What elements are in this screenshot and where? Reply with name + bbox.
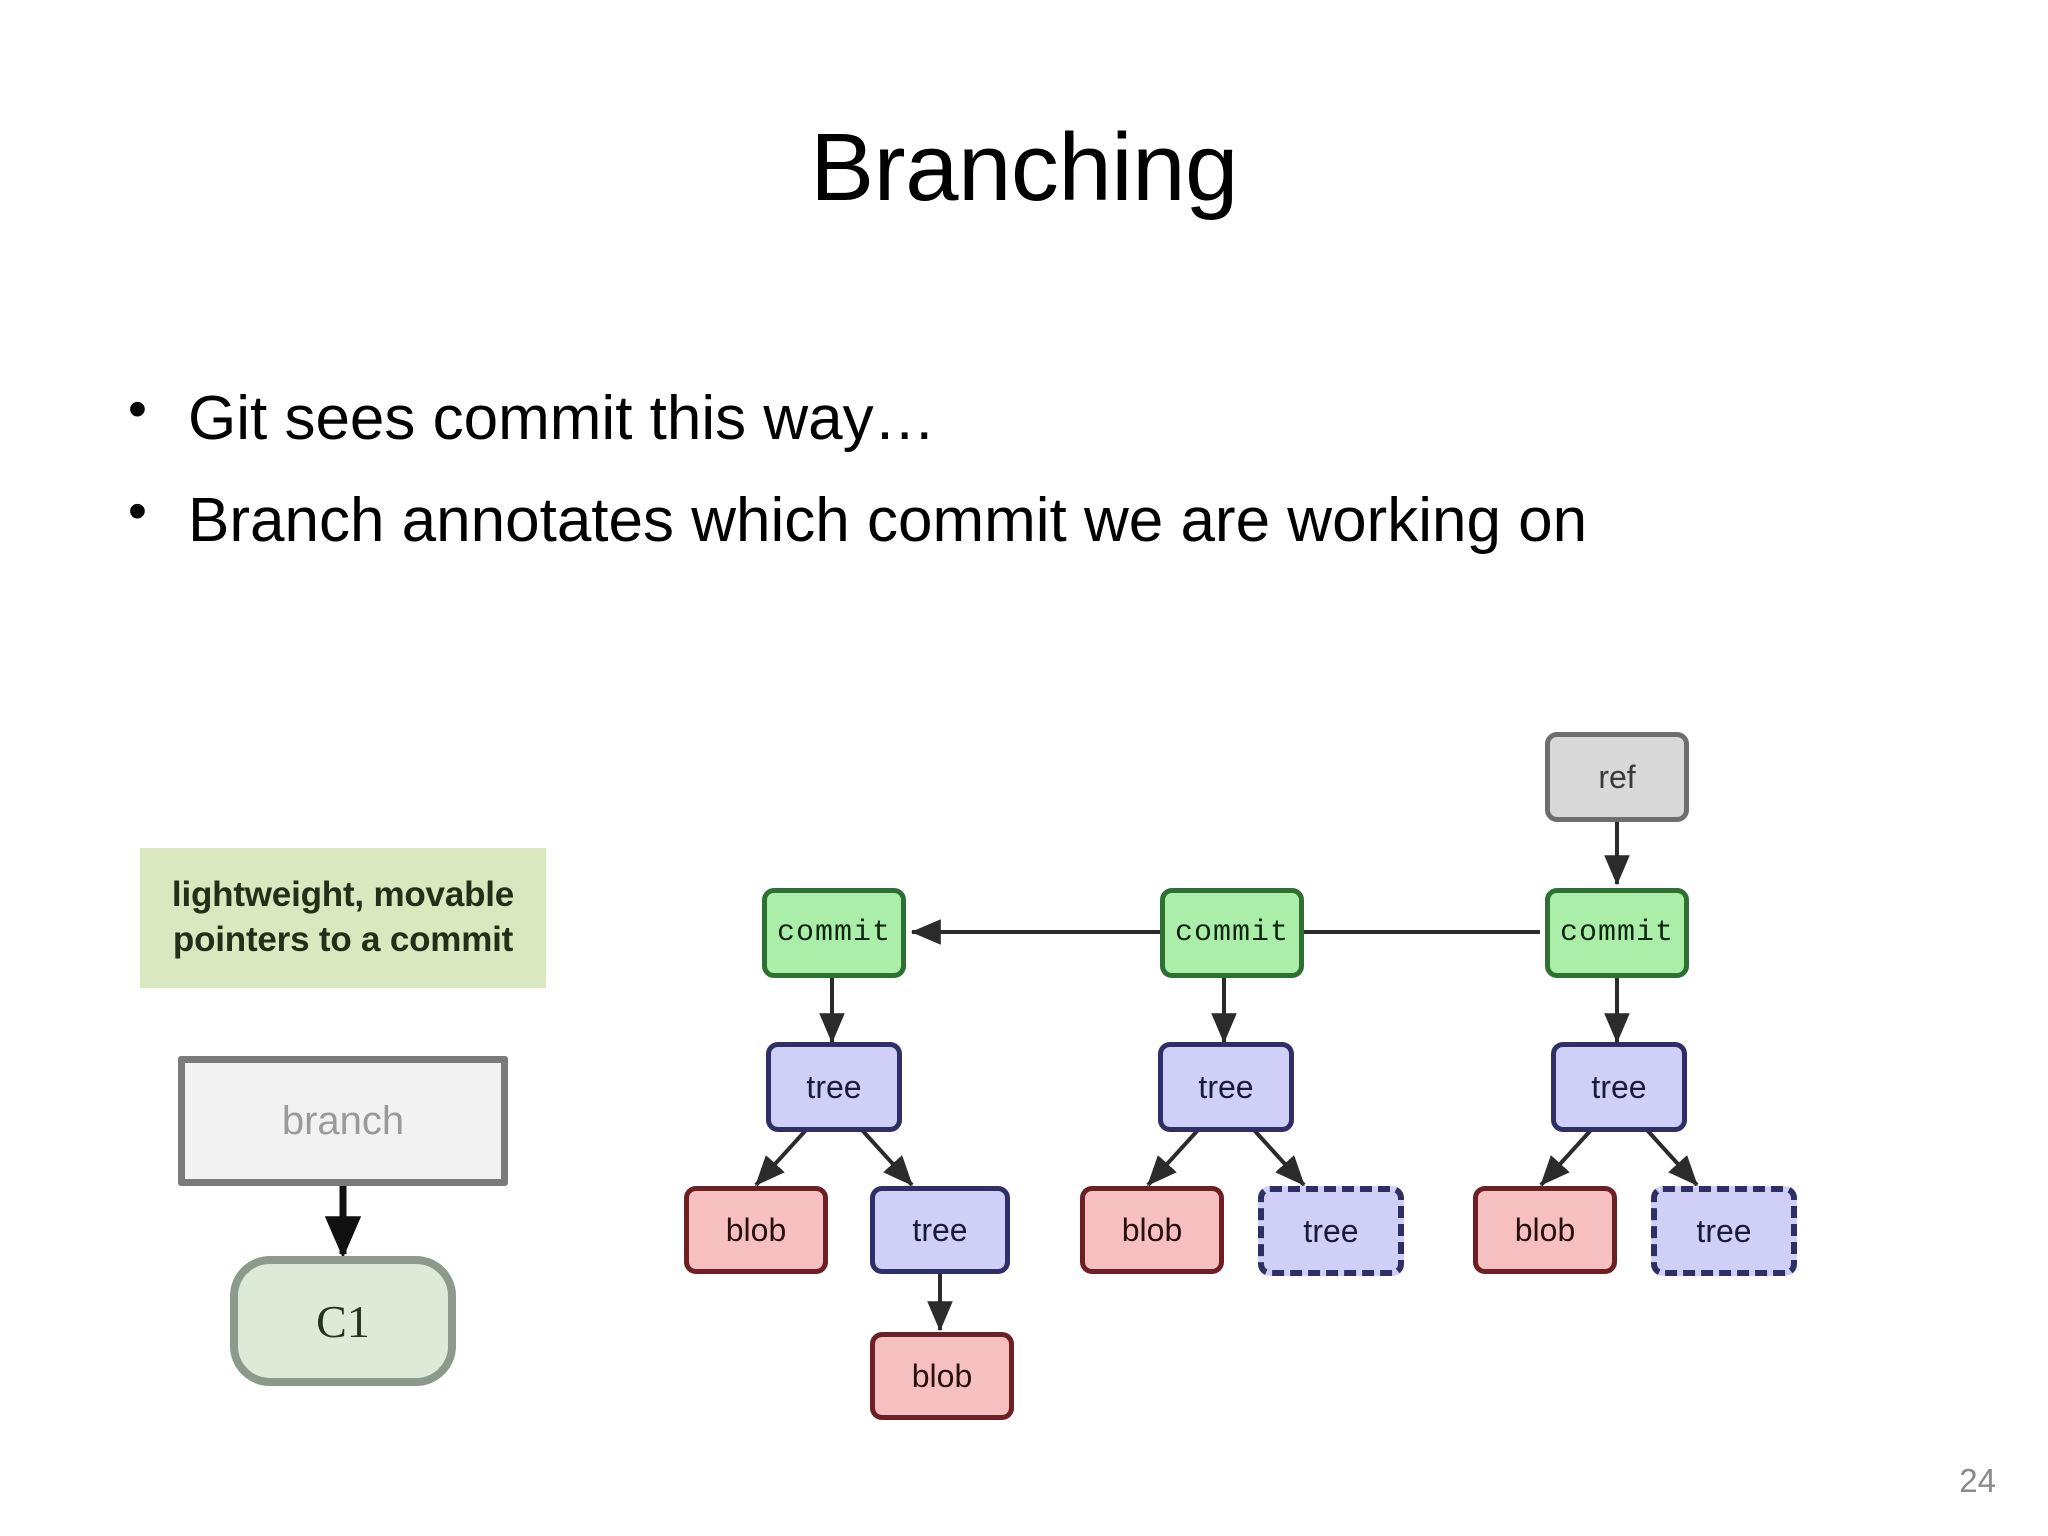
list-item: • Branch annotates which commit we are w… (110, 480, 1850, 562)
tree-label: tree (912, 1211, 968, 1248)
slide-page-number: 24 (1959, 1462, 1996, 1499)
commit-node-c1[interactable]: C1 (230, 1256, 456, 1386)
blob-label: blob (911, 1357, 973, 1394)
commit-label: commit (1174, 916, 1290, 950)
arrow-tree1-to-subtree1 (860, 1128, 914, 1187)
blob-label: blob (725, 1211, 787, 1248)
ref-node[interactable]: ref (1545, 732, 1689, 822)
tree-label: tree (1591, 1068, 1647, 1105)
tree-label: tree (806, 1068, 862, 1105)
arrow-tree2-to-subtree (1252, 1128, 1306, 1187)
bullet-list: • Git sees commit this way… • Branch ann… (110, 378, 1850, 582)
blob-label: blob (1514, 1211, 1576, 1248)
c1-label: C1 (316, 1295, 370, 1347)
tree-node-1[interactable]: tree (766, 1042, 902, 1132)
commit-node-3[interactable]: commit (1545, 888, 1689, 978)
bullet-text: Git sees commit this way… (188, 384, 936, 453)
bullet-text: Branch annotates which commit we are wor… (188, 485, 1588, 555)
branch-label: branch (281, 1098, 405, 1143)
page-title: Branching (810, 114, 1238, 221)
tree-label: tree (1303, 1212, 1359, 1249)
callout-line-1: lightweight, movable (171, 875, 515, 915)
callout-lightweight-pointers: lightweight, movable pointers to a commi… (140, 848, 546, 988)
ref-label: ref (1598, 758, 1636, 795)
list-item: • Git sees commit this way… (110, 378, 1850, 460)
arrow-tree3-to-blob (1539, 1128, 1593, 1187)
arrow-tree1-to-blob1 (754, 1128, 808, 1187)
blob-label: blob (1121, 1211, 1183, 1248)
commit-label: commit (776, 916, 892, 950)
commit-node-2[interactable]: commit (1160, 888, 1304, 978)
arrow-tree2-to-blob (1146, 1128, 1200, 1187)
blob-node-1[interactable]: blob (684, 1186, 828, 1274)
subtree-node-2-dashed[interactable]: tree (1258, 1186, 1404, 1276)
tree-label: tree (1696, 1212, 1752, 1249)
commit-label: commit (1559, 916, 1675, 950)
blob-node-3[interactable]: blob (1473, 1186, 1617, 1274)
subtree-node-3-dashed[interactable]: tree (1651, 1186, 1797, 1276)
tree-node-3[interactable]: tree (1551, 1042, 1687, 1132)
arrow-tree3-to-subtree (1645, 1128, 1699, 1187)
blob-node-2[interactable]: blob (1080, 1186, 1224, 1274)
tree-node-2[interactable]: tree (1158, 1042, 1294, 1132)
commit-node-1[interactable]: commit (762, 888, 906, 978)
branch-box[interactable]: branch (178, 1056, 508, 1186)
blob-node-nested-1[interactable]: blob (870, 1332, 1014, 1420)
callout-line-2: pointers to a commit (172, 920, 514, 959)
tree-label: tree (1198, 1068, 1254, 1105)
subtree-node-1[interactable]: tree (870, 1186, 1010, 1274)
bullet-point-icon: • (128, 379, 147, 439)
bullet-point-icon: • (128, 480, 147, 541)
